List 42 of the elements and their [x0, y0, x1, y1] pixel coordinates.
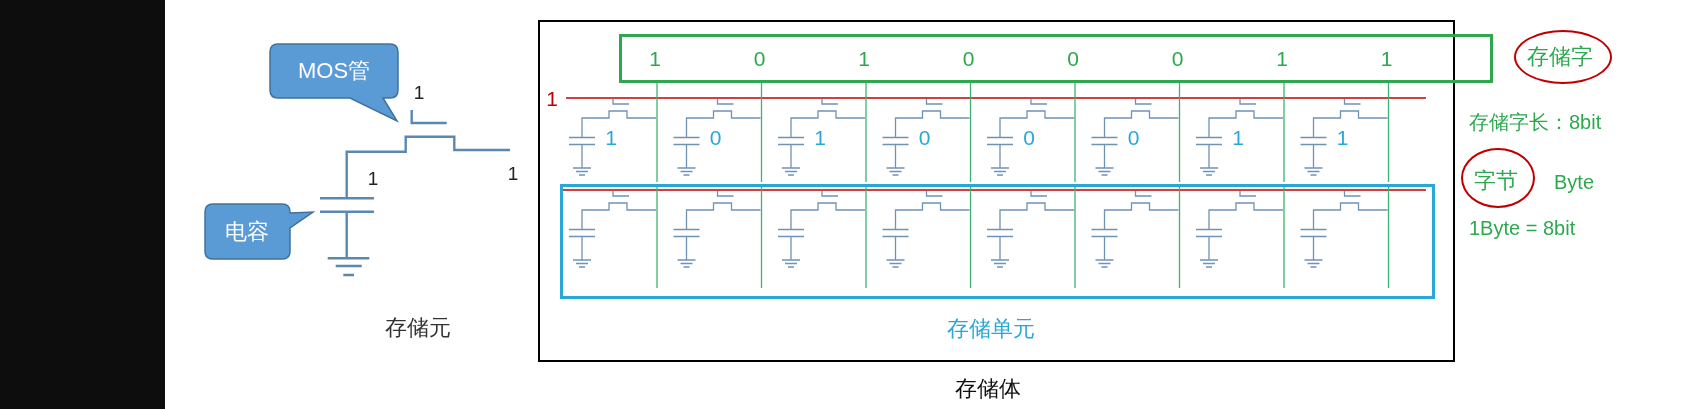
- bit-value: 0: [709, 126, 722, 148]
- bit-line: [865, 82, 867, 183]
- bit-value: 1: [605, 126, 617, 148]
- bit-value: 0: [1127, 126, 1140, 148]
- annotation-text: 字节: [1474, 170, 1518, 192]
- bit-line: [1074, 82, 1076, 183]
- signal-value: 1: [367, 168, 379, 188]
- annotation-text: 存储字: [1527, 46, 1593, 68]
- bit-line: [1387, 82, 1390, 183]
- bit-value: 1: [1380, 47, 1393, 69]
- bit-value: 1: [1232, 126, 1244, 148]
- note-text: Byte: [1554, 172, 1595, 192]
- bit-line: [656, 82, 658, 183]
- signal-value: 1: [546, 87, 558, 109]
- bit-value: 0: [962, 47, 975, 69]
- note-text: 1Byte = 8bit: [1469, 218, 1576, 238]
- bit-line: [969, 82, 972, 183]
- note-text: 存储字长：8bit: [1469, 112, 1602, 132]
- speech-bubble: [205, 204, 315, 260]
- hand-drawn-circle: [1461, 148, 1535, 208]
- signal-value: 1: [507, 163, 519, 183]
- bit-line: [1178, 82, 1181, 183]
- caption: 存储元: [385, 317, 451, 339]
- callout-text: 电容: [225, 221, 269, 243]
- bit-value: 0: [1067, 47, 1079, 69]
- bit-value: 1: [814, 126, 826, 148]
- bit-value: 1: [1336, 126, 1349, 148]
- bit-value: 1: [649, 47, 661, 69]
- callout-text: MOS管: [297, 60, 371, 82]
- bit-line: [760, 82, 763, 183]
- bit-value: 0: [753, 47, 766, 69]
- hand-drawn-circle: [1514, 30, 1612, 84]
- frame-label: 存储单元: [947, 318, 1035, 340]
- frame-label: 存储体: [955, 378, 1021, 400]
- bit-value: 0: [918, 126, 931, 148]
- bit-value: 1: [858, 47, 870, 69]
- bit-value: 0: [1023, 126, 1035, 148]
- bit-value: 0: [1171, 47, 1184, 69]
- bit-value: 1: [1276, 47, 1288, 69]
- bit-line: [1283, 82, 1285, 183]
- signal-value: 1: [413, 82, 425, 102]
- speech-bubble: [270, 44, 400, 122]
